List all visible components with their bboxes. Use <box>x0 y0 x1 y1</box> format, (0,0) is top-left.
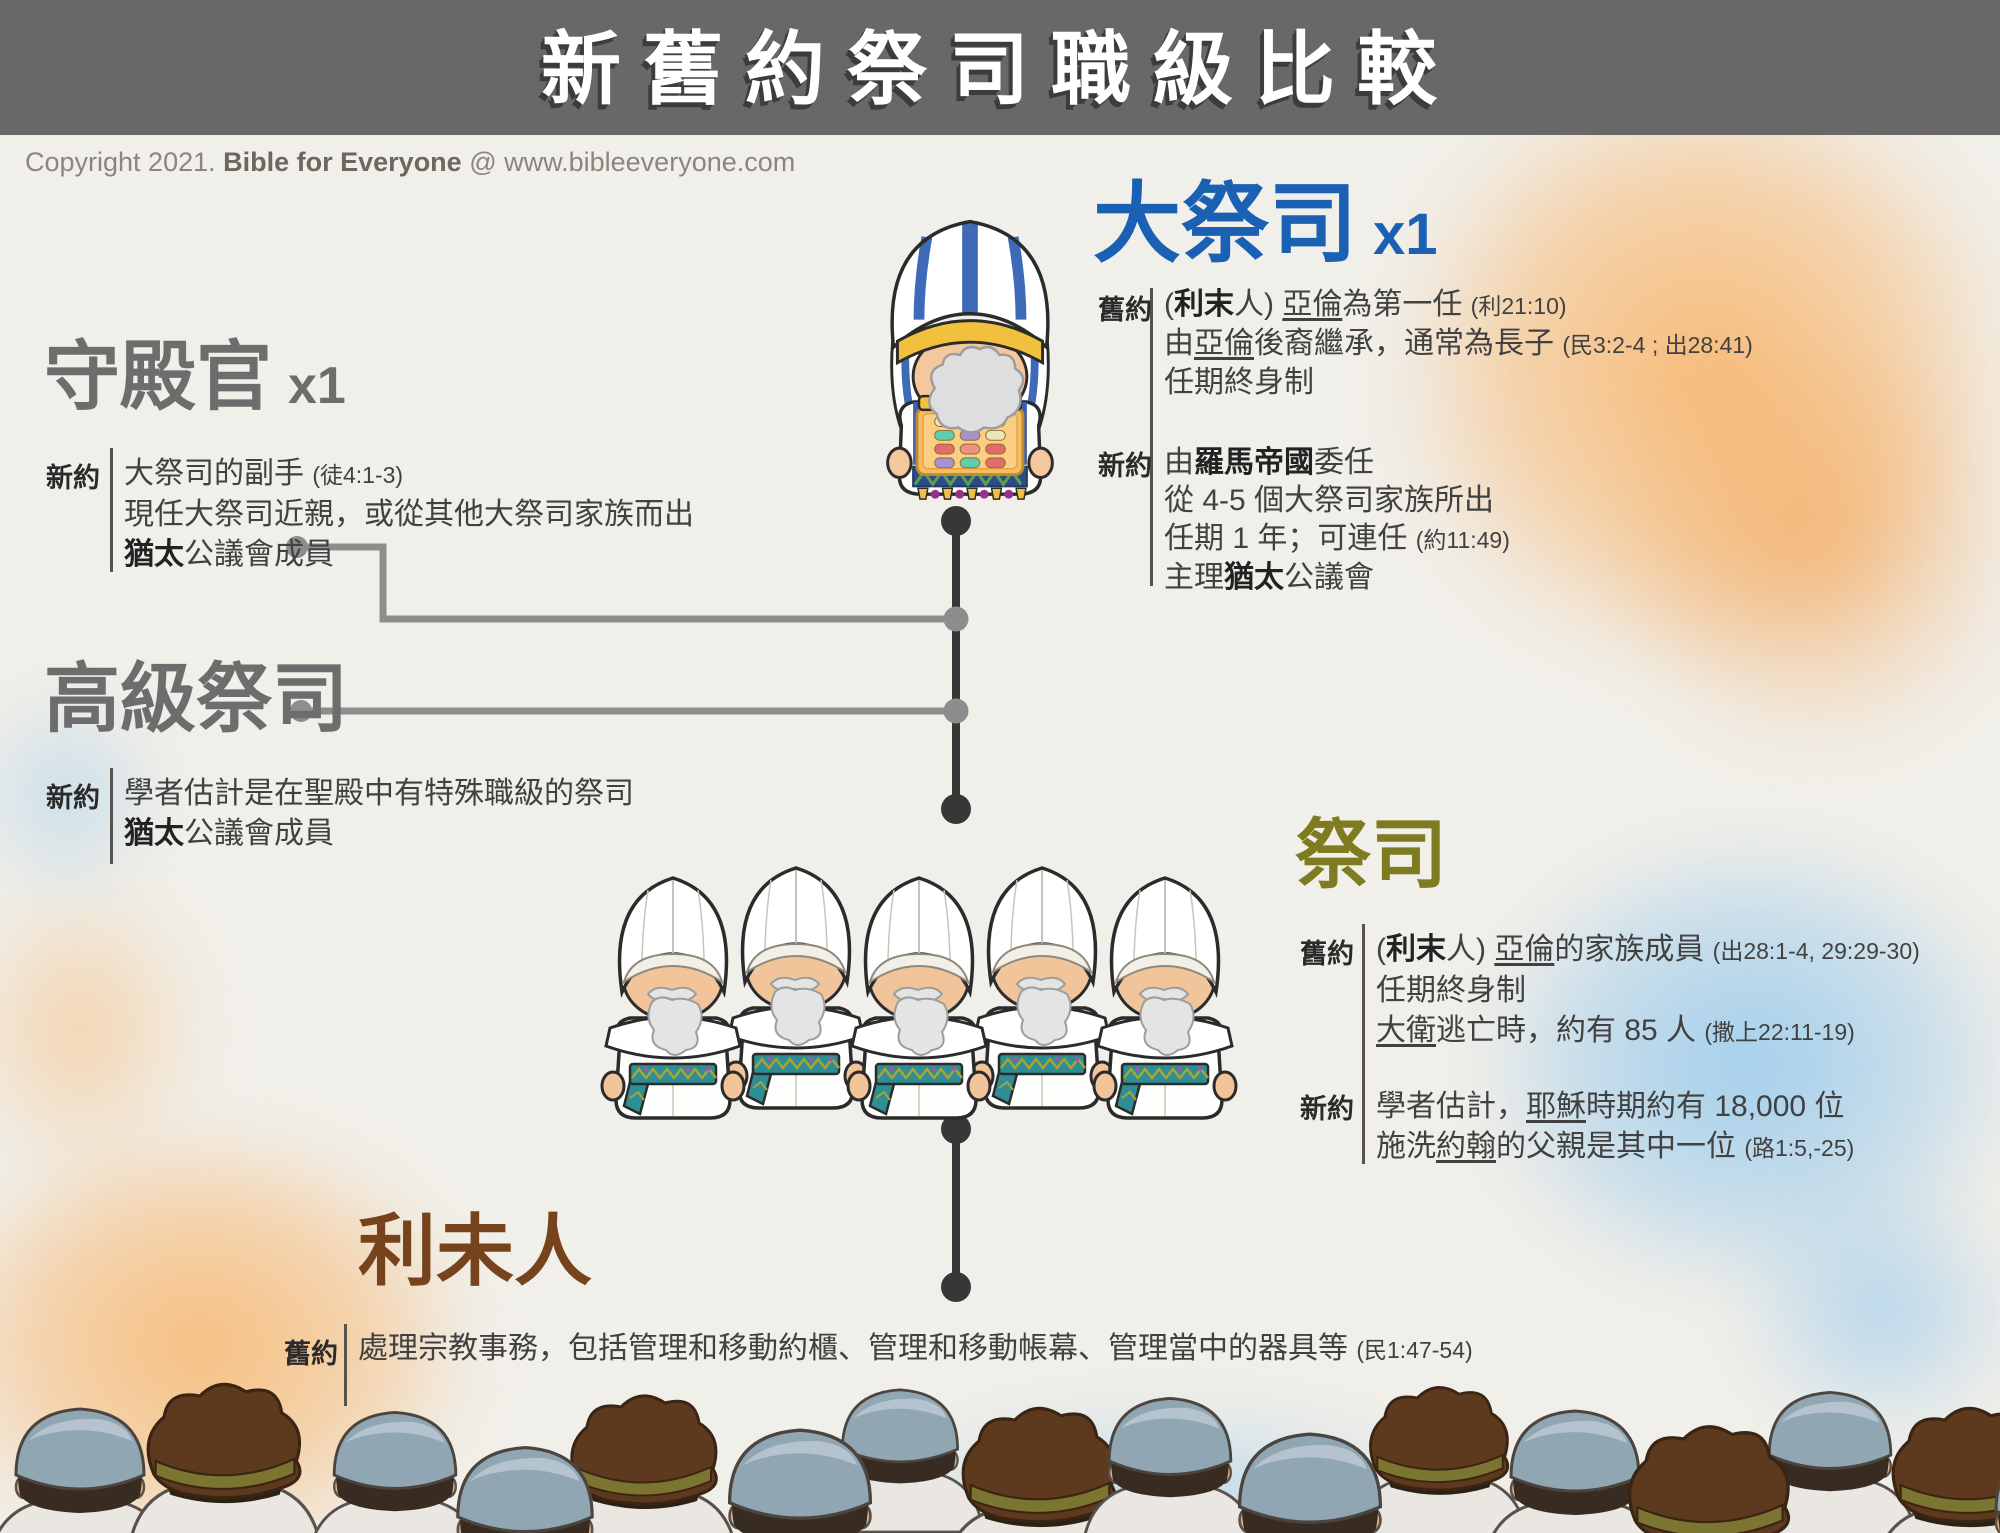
heading-count: x1 <box>1373 202 1438 267</box>
title-bar: 新舊約祭司職級比較 <box>0 0 2000 135</box>
detail-line: 從 4-5 個大祭司家族所出 <box>1164 484 1495 517</box>
detail-line: 任期終身制 <box>1376 974 1526 1007</box>
copyright-brand: Bible for Everyone <box>223 147 462 177</box>
heading-text: 高級祭司 <box>44 657 348 742</box>
heading-text: 大祭司 <box>1093 174 1358 273</box>
detail-line: 任期終身制 <box>1164 366 1314 399</box>
column-divider <box>1150 288 1153 586</box>
row-label-old: 舊約 <box>1098 295 1152 325</box>
section-heading-levites: 利未人 <box>358 1212 592 1290</box>
row-label-old: 舊約 <box>284 1339 338 1369</box>
column-divider <box>110 448 113 572</box>
detail-line: 主理猶太公議會 <box>1164 561 1374 594</box>
detail-line: 學者估計是在聖殿中有特殊職級的祭司 <box>124 777 634 810</box>
column-divider <box>110 768 113 864</box>
heading-count: x1 <box>288 357 346 415</box>
heading-text: 利未人 <box>358 1207 593 1295</box>
detail-line: 現任大祭司近親，或從其他大祭司家族而出 <box>124 498 694 531</box>
detail-line: 猶太公議會成員 <box>124 817 334 850</box>
section-heading-chief-priests: 高級祭司 <box>44 662 348 738</box>
heading-text: 守殿官 <box>44 335 272 420</box>
heading-text: 祭司 <box>1295 813 1447 898</box>
detail-line: 大祭司的副手 (徒4:1-3) <box>124 457 404 490</box>
crowd-illustration <box>0 1382 2000 1533</box>
detail-line: 處理宗教事務，包括管理和移動約櫃、管理和移動帳幕、管理當中的器具等 (民1:47… <box>358 1332 1473 1365</box>
detail-line: 施洗約翰的父親是其中一位 (路1:5,-25) <box>1376 1130 1855 1163</box>
copyright-prefix: Copyright 2021. <box>25 147 224 177</box>
row-label-new: 新約 <box>46 783 100 813</box>
detail-line: 由亞倫後裔繼承，通常為長子 (民3:2-4 ; 出28:41) <box>1164 327 1753 360</box>
row-label-new: 新約 <box>1300 1094 1354 1124</box>
column-divider <box>1362 924 1365 1164</box>
detail-line: 任期 1 年；可連任 (約11:49) <box>1164 522 1510 555</box>
copyright-suffix: @ www.bibleeveryone.com <box>461 147 796 177</box>
section-heading-priests: 祭司 <box>1295 818 1447 894</box>
detail-line: 大衛逃亡時，約有 85 人 (撒上22:11-19) <box>1376 1014 1855 1047</box>
priests-group-illustration <box>600 866 1238 1120</box>
high-priest-illustration <box>886 219 1054 500</box>
row-label-new: 新約 <box>46 463 100 493</box>
watercolor-orange-left <box>0 870 210 1190</box>
copyright-line: Copyright 2021. Bible for Everyone @ www… <box>25 147 795 178</box>
detail-line: (利末人) 亞倫為第一任 (利21:10) <box>1164 288 1567 321</box>
detail-line: 猶太公議會成員 <box>124 538 334 571</box>
detail-line: (利末人) 亞倫的家族成員 (出28:1-4, 29:29-30) <box>1376 933 1920 966</box>
detail-line: 學者估計，耶穌時期約有 18,000 位 <box>1376 1090 1845 1123</box>
row-label-new: 新約 <box>1098 451 1152 481</box>
page-title: 新舊約祭司職級比較 <box>541 25 1459 114</box>
detail-line: 由羅馬帝國委任 <box>1164 446 1374 479</box>
row-label-old: 舊約 <box>1300 939 1354 969</box>
